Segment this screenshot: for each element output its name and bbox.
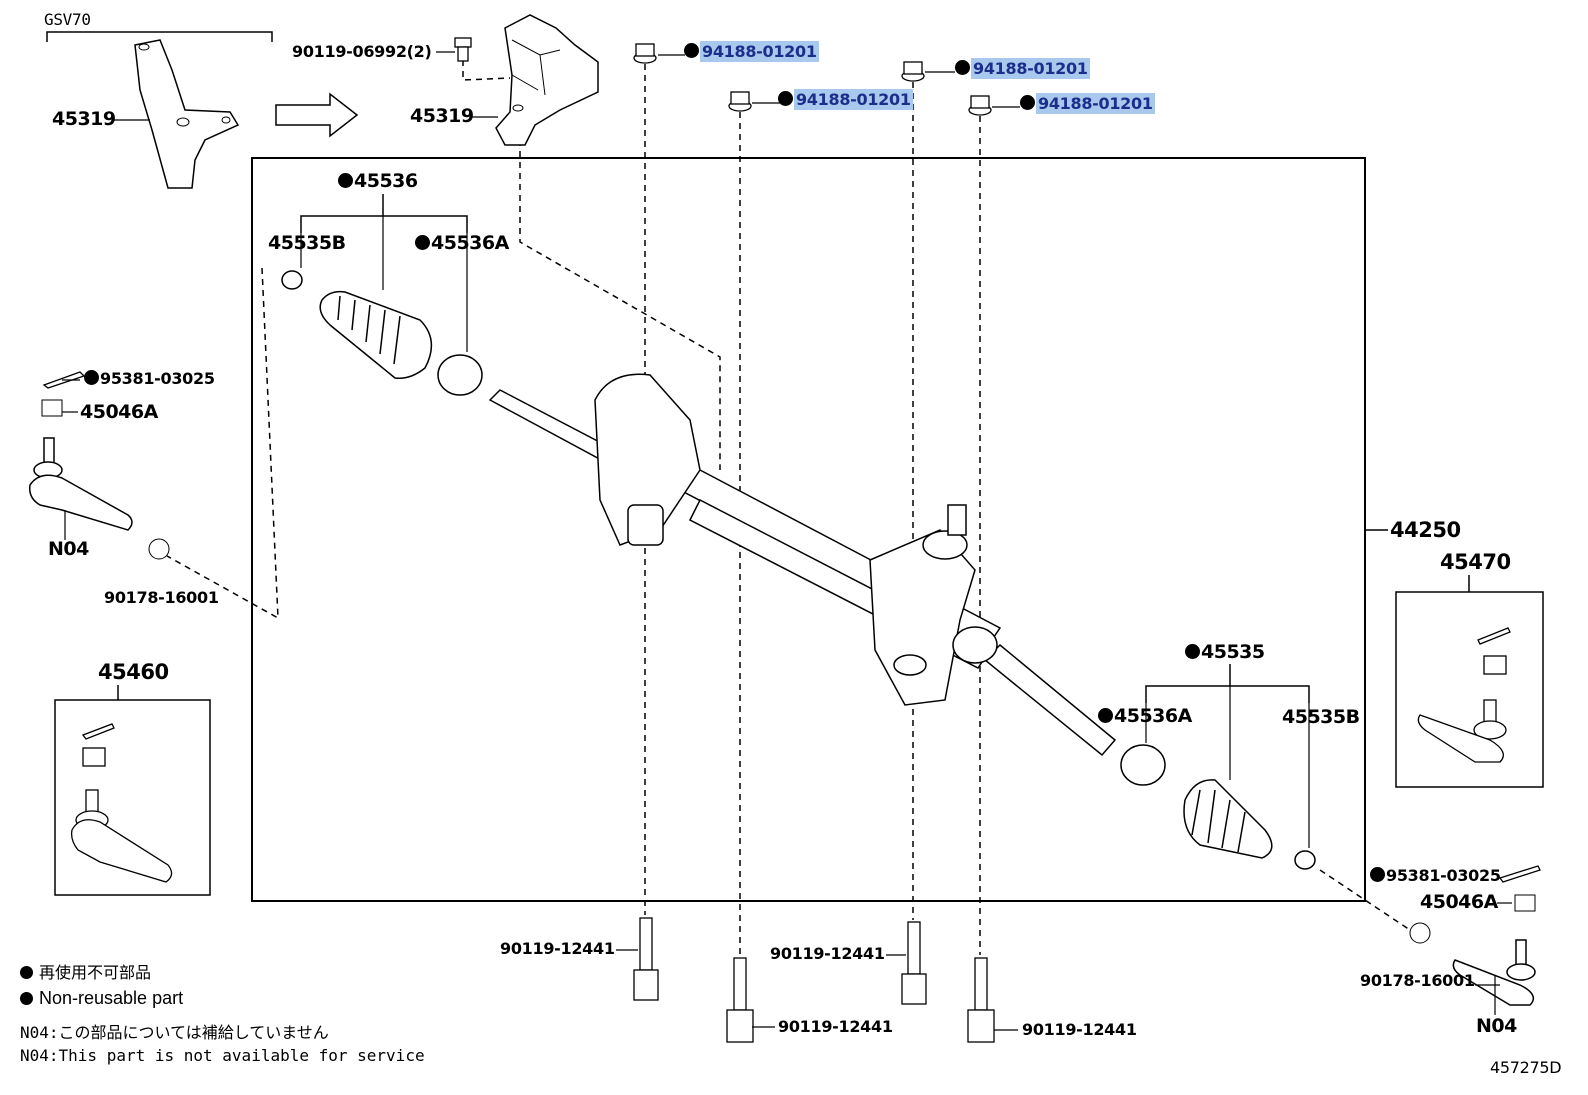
part-label-washer-right[interactable]: 90178-16001 <box>1360 971 1475 990</box>
part-label-clamp-right[interactable]: 45536A <box>1098 707 1192 726</box>
part-label-cotter-pin-left[interactable]: 95381-03025 <box>84 370 215 387</box>
non-reusable-dot-icon <box>20 966 33 979</box>
legend-non-reusable-jp: 再使用不可部品 <box>20 963 151 981</box>
legend-n04-en: N04:This part is not available for servi… <box>20 1046 425 1065</box>
bracket-45535 <box>1145 685 1310 703</box>
part-label-washer-left[interactable]: 90178-16001 <box>104 588 219 607</box>
part-label-bolt-2[interactable]: 90119-12441 <box>778 1017 893 1036</box>
nut-2-number[interactable]: 94188-01201 <box>794 89 913 110</box>
cotter-pin-right-icon <box>1498 865 1541 883</box>
nut-4-number[interactable]: 94188-01201 <box>1036 93 1155 114</box>
tie-rod-end-right-shape <box>1452 939 1536 1006</box>
boot-left-shape <box>319 290 433 380</box>
washer-left-icon <box>148 538 170 560</box>
part-label-clamp-left[interactable]: 45536A <box>415 234 509 253</box>
part-label-nut-3[interactable]: 94188-01201 <box>955 58 1090 79</box>
part-label-tie-rod-end-right[interactable]: N04 <box>1476 1015 1517 1037</box>
part-label-bolt-1[interactable]: 90119-12441 <box>500 939 615 958</box>
part-label-bracket-bolt[interactable]: 90119-06992(2) <box>292 42 432 61</box>
non-reusable-dot-icon <box>1370 867 1385 882</box>
nut-3-number[interactable]: 94188-01201 <box>971 58 1090 79</box>
part-label-nut-1[interactable]: 94188-01201 <box>684 41 819 62</box>
part-label-gear-assy[interactable]: 44250 <box>1390 518 1461 542</box>
non-reusable-dot-icon <box>84 370 99 385</box>
part-label-bracket-right[interactable]: 45319 <box>410 105 474 127</box>
nut-icon-1 <box>633 43 657 64</box>
bolt-icon-3 <box>901 921 927 1005</box>
part-label-tie-rod-end-assy-right[interactable]: 45470 <box>1440 550 1511 574</box>
non-reusable-dot-icon <box>415 235 430 250</box>
legend-n04-jp: N04:この部品については補給していません <box>20 1023 329 1042</box>
part-label-boot-kit-left[interactable]: 45536 <box>338 172 418 191</box>
part-label-cotter-pin-right[interactable]: 95381-03025 <box>1370 867 1501 884</box>
inset-box-45460 <box>54 699 211 896</box>
arrow-icon <box>275 92 359 138</box>
part-label-castle-nut-left[interactable]: 45046A <box>80 401 158 423</box>
part-label-bolt-3[interactable]: 90119-12441 <box>770 944 885 963</box>
clamp-right-shape <box>1120 744 1166 786</box>
part-label-tie-rod-end-assy-left[interactable]: 45460 <box>98 660 169 684</box>
part-label-castle-nut-right[interactable]: 45046A <box>1420 891 1498 913</box>
legend-non-reusable-en: Non-reusable part <box>20 989 183 1007</box>
inset-45470-parts <box>1417 627 1511 763</box>
nut-icon-4 <box>968 95 992 116</box>
bolt-icon-4 <box>967 957 995 1043</box>
bracket-45536 <box>300 215 468 233</box>
steering-gear-shape <box>488 373 1117 757</box>
model-bracket-line <box>46 31 273 42</box>
bracket-left-shape <box>134 39 240 189</box>
part-label-clip-right[interactable]: 45535B <box>1282 706 1360 728</box>
castle-nut-right-icon <box>1514 894 1536 912</box>
clip-left-shape <box>281 270 303 290</box>
boot-right-shape <box>1183 779 1273 859</box>
model-code-label: GSV70 <box>44 10 91 29</box>
bolt-icon-1 <box>633 917 659 1001</box>
part-label-bolt-4[interactable]: 90119-12441 <box>1022 1020 1137 1039</box>
part-label-nut-2[interactable]: 94188-01201 <box>778 89 913 110</box>
non-reusable-dot-icon <box>20 992 33 1005</box>
bracket-bolt-icon <box>454 37 472 62</box>
part-label-nut-4[interactable]: 94188-01201 <box>1020 93 1155 114</box>
inset-45460-parts <box>70 723 173 883</box>
non-reusable-dot-icon <box>778 91 793 106</box>
nut-icon-2 <box>728 91 752 112</box>
nut-1-number[interactable]: 94188-01201 <box>700 41 819 62</box>
nut-icon-3 <box>901 61 925 82</box>
non-reusable-dot-icon <box>338 173 353 188</box>
part-label-boot-kit-right[interactable]: 45535 <box>1185 643 1265 662</box>
washer-right-icon <box>1409 922 1431 944</box>
part-label-clip-left[interactable]: 45535B <box>268 232 346 254</box>
clip-right-shape <box>1294 850 1316 870</box>
non-reusable-dot-icon <box>1020 95 1035 110</box>
figure-number: 457275D <box>1490 1058 1562 1077</box>
non-reusable-dot-icon <box>684 43 699 58</box>
part-label-tie-rod-end-left[interactable]: N04 <box>48 538 89 560</box>
bolt-icon-2 <box>726 957 754 1043</box>
tie-rod-end-left-shape <box>28 437 133 531</box>
part-label-bracket-left[interactable]: 45319 <box>52 108 116 130</box>
clamp-left-shape <box>437 354 483 396</box>
non-reusable-dot-icon <box>1185 644 1200 659</box>
castle-nut-left-icon <box>41 399 63 417</box>
non-reusable-dot-icon <box>955 60 970 75</box>
non-reusable-dot-icon <box>1098 708 1113 723</box>
bracket-right-shape <box>495 14 599 146</box>
